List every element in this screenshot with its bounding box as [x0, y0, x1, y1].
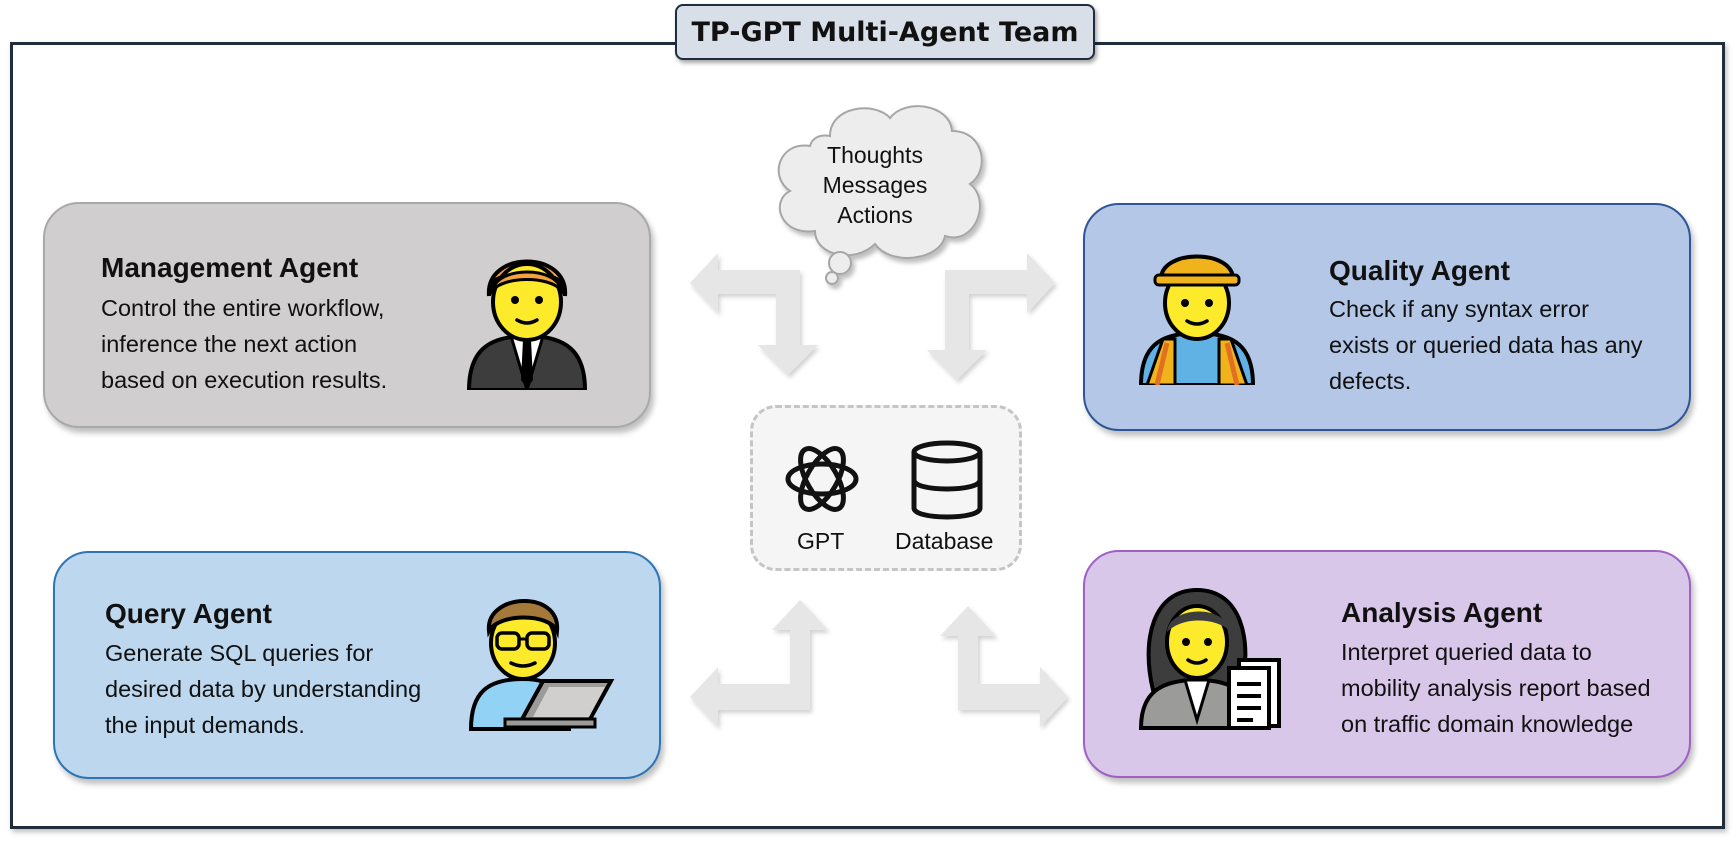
database-icon	[911, 440, 983, 520]
openai-logo-icon	[785, 446, 859, 512]
arrow-query-center	[690, 600, 828, 727]
database-label: Database	[895, 528, 994, 554]
agent-name: Analysis Agent	[1341, 597, 1543, 628]
office-worker-icon	[1138, 587, 1281, 730]
query-agent-card: Query Agent Generate SQL queries for des…	[53, 551, 661, 779]
agent-description: Interpret queried data to mobility analy…	[1341, 639, 1651, 737]
arrow-management-center	[690, 253, 818, 375]
center-resources: GPT Database	[750, 405, 1022, 571]
cloud-text: Thoughts Messages Actions	[800, 140, 950, 230]
cloud-line-thoughts: Thoughts	[827, 142, 923, 168]
arrow-quality-center	[927, 253, 1055, 380]
agent-name: Query Agent	[105, 598, 272, 629]
cloud-line-messages: Messages	[822, 172, 928, 198]
agent-name: Quality Agent	[1329, 255, 1510, 286]
gpt-label: GPT	[797, 528, 845, 554]
agent-description: Check if any syntax error exists or quer…	[1329, 296, 1643, 394]
diagram-title: TP-GPT Multi-Agent Team	[675, 4, 1095, 60]
agent-description: Control the entire workflow, inference t…	[101, 295, 388, 393]
management-agent-card: Management Agent Control the entire work…	[43, 202, 651, 428]
construction-worker-icon	[1138, 254, 1256, 385]
technologist-icon	[468, 599, 615, 731]
analysis-agent-card: Analysis Agent Interpret queried data to…	[1083, 550, 1691, 778]
thought-cloud-icon	[777, 105, 983, 285]
agent-name: Management Agent	[101, 252, 359, 283]
agent-description: Generate SQL queries for desired data by…	[105, 640, 422, 738]
cloud-line-actions: Actions	[837, 202, 913, 228]
businessman-icon	[466, 259, 588, 390]
quality-agent-card: Quality Agent Check if any syntax error …	[1083, 203, 1691, 431]
arrow-analysis-center	[940, 606, 1068, 727]
